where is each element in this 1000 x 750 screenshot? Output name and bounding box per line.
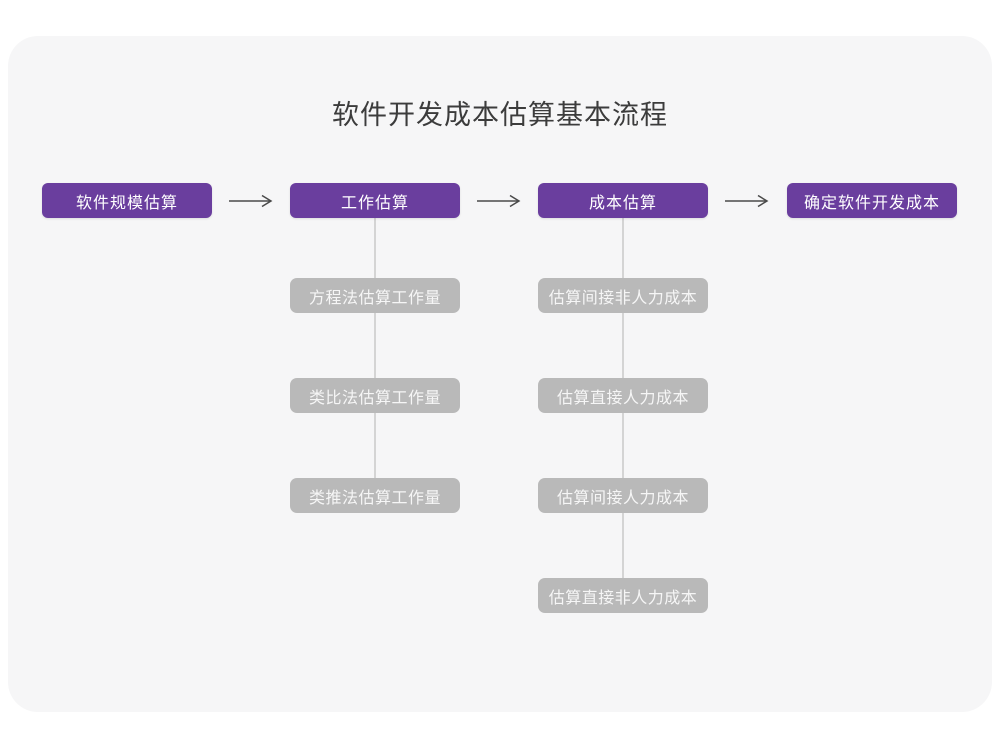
step-box-software-scale-estimation: 软件规模估算 xyxy=(42,183,212,218)
flow-arrow-icon xyxy=(228,194,274,208)
sub-box-analogy-method: 类比法估算工作量 xyxy=(290,378,460,413)
sub-step-label: 类比法估算工作量 xyxy=(308,389,441,407)
diagram-card xyxy=(8,36,992,712)
step-label: 软件规模估算 xyxy=(75,194,178,212)
sub-box-equation-method: 方程法估算工作量 xyxy=(290,278,460,313)
sub-step-label: 方程法估算工作量 xyxy=(308,289,441,307)
step-label: 成本估算 xyxy=(588,194,657,212)
sub-box-direct-non-labor-cost: 估算直接非人力成本 xyxy=(538,578,708,613)
sub-step-label: 估算直接非人力成本 xyxy=(548,589,698,607)
step-box-work-estimation: 工作估算 xyxy=(290,183,460,218)
sub-box-indirect-non-labor-cost: 估算间接非人力成本 xyxy=(538,278,708,313)
step-box-cost-estimation: 成本估算 xyxy=(538,183,708,218)
connector-line-work-estimation xyxy=(374,218,376,496)
step-label: 确定软件开发成本 xyxy=(803,194,940,212)
sub-step-label: 估算直接人力成本 xyxy=(556,389,689,407)
sub-box-indirect-labor-cost: 估算间接人力成本 xyxy=(538,478,708,513)
flow-arrow-icon xyxy=(476,194,522,208)
step-box-determine-development-cost: 确定软件开发成本 xyxy=(787,183,957,218)
sub-step-label: 类推法估算工作量 xyxy=(308,489,441,507)
page-title: 软件开发成本估算基本流程 xyxy=(332,100,668,130)
sub-box-extrapolation-method: 类推法估算工作量 xyxy=(290,478,460,513)
sub-step-label: 估算间接非人力成本 xyxy=(548,289,698,307)
flow-arrow-icon xyxy=(724,194,770,208)
sub-step-label: 估算间接人力成本 xyxy=(556,489,689,507)
sub-box-direct-labor-cost: 估算直接人力成本 xyxy=(538,378,708,413)
step-label: 工作估算 xyxy=(340,194,409,212)
